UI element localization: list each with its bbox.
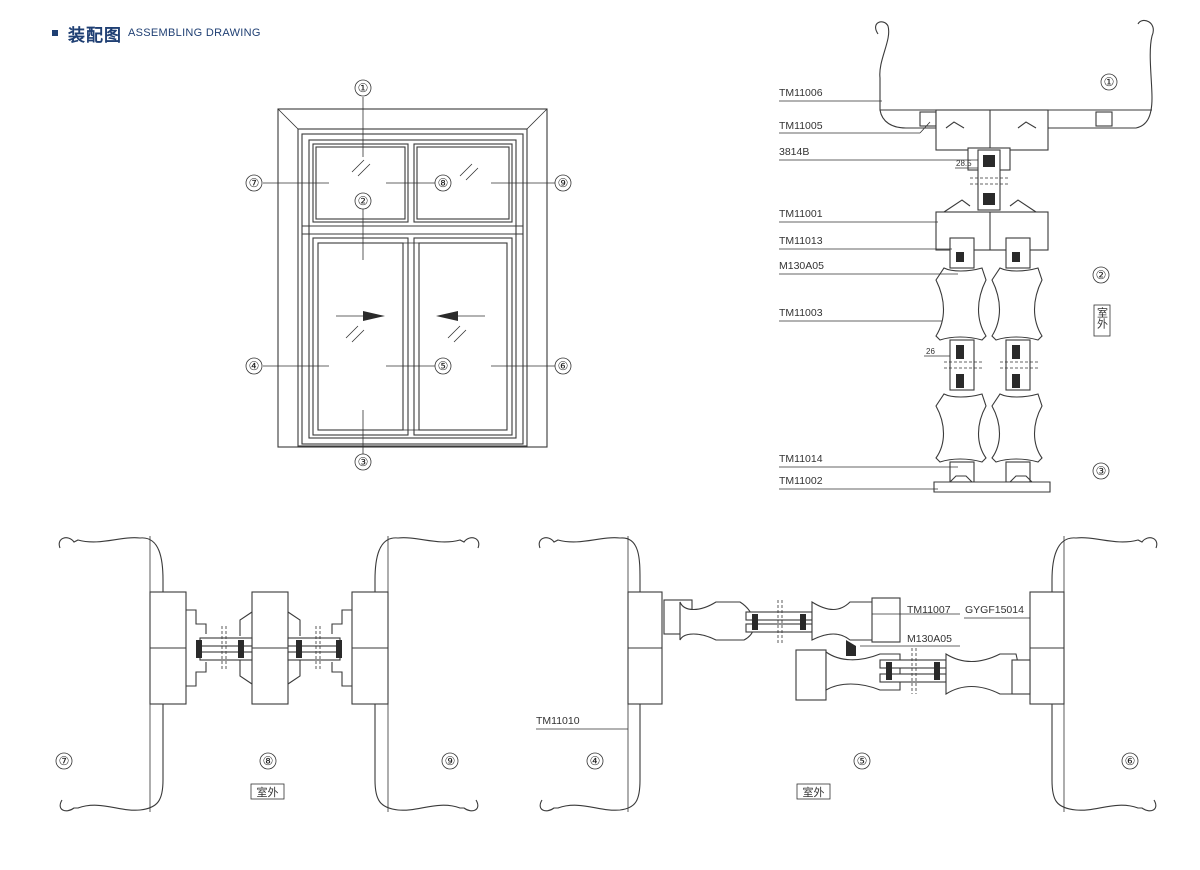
hsection-marker-9: ⑨ [445, 754, 456, 768]
part-label-tm11001: TM11001 [779, 208, 823, 220]
glass-hatch-icon [345, 325, 365, 343]
marker-7: ⑦ [249, 176, 260, 190]
dimension-26: 26 [926, 347, 935, 356]
glass-hatch-icon [459, 163, 479, 181]
exterior-label-h2: 室外 [803, 785, 825, 799]
glass-hatch-icon [447, 325, 467, 343]
part-label-tm11013: TM11013 [779, 235, 823, 247]
part-label-tm11006: TM11006 [779, 87, 823, 99]
glass-hatch-icon [351, 159, 371, 177]
part-label-m130a05-b: M130A05 [907, 633, 952, 645]
part-label-tm11005: TM11005 [779, 120, 823, 132]
part-label-tm11014: TM11014 [779, 453, 823, 465]
marker-9: ⑨ [558, 176, 569, 190]
horizontal-section-sliding: TM11007 GYGF15014 M130A05 TM11010 ④ ⑤ ⑥ … [536, 536, 1158, 812]
part-label-tm11007: TM11007 [907, 604, 951, 616]
hsection-marker-8: ⑧ [263, 754, 274, 768]
part-label-tm11002: TM11002 [779, 475, 823, 487]
marker-8: ⑧ [438, 176, 449, 190]
slide-right-arrow-icon [336, 311, 385, 321]
page-header: 装配图 ASSEMBLING DRAWING [52, 22, 261, 46]
hsection-marker-4: ④ [590, 754, 601, 768]
vertical-section: 28.5 26 TM11006 TM11005 3814B TM11001 TM… [779, 19, 1154, 493]
part-label-gygf15014: GYGF15014 [965, 604, 1024, 616]
hsection-marker-6: ⑥ [1125, 754, 1136, 768]
part-label-tm11010: TM11010 [536, 715, 580, 727]
header-title-zh: 装配图 [68, 25, 122, 46]
marker-1: ① [358, 81, 369, 95]
part-label-tm11003: TM11003 [779, 307, 823, 319]
window-elevation [263, 97, 555, 454]
horizontal-section-transom: ⑦ ⑧ ⑨ 室外 [55, 536, 480, 812]
section-marker-3: ③ [1096, 464, 1107, 478]
part-label-m130a05: M130A05 [779, 260, 824, 272]
exterior-label-v1: 室外 [1096, 306, 1109, 330]
header-square-icon [52, 30, 58, 36]
section-marker-2: ② [1096, 268, 1107, 282]
marker-3: ③ [358, 455, 369, 469]
header-title-en: ASSEMBLING DRAWING [128, 27, 261, 39]
marker-2: ② [358, 194, 369, 208]
elevation-markers: ① ② ③ ⑦ ⑧ ⑨ ④ ⑤ ⑥ [245, 79, 572, 471]
marker-5: ⑤ [438, 359, 449, 373]
section-marker-1: ① [1104, 75, 1115, 89]
exterior-label-h1: 室外 [257, 785, 279, 799]
marker-6: ⑥ [558, 359, 569, 373]
dimension-28-5: 28.5 [956, 159, 972, 168]
part-label-3814b: 3814B [779, 146, 809, 158]
hsection-marker-5: ⑤ [857, 754, 868, 768]
marker-4: ④ [249, 359, 260, 373]
slide-left-arrow-icon [436, 311, 485, 321]
hsection-marker-7: ⑦ [59, 754, 70, 768]
